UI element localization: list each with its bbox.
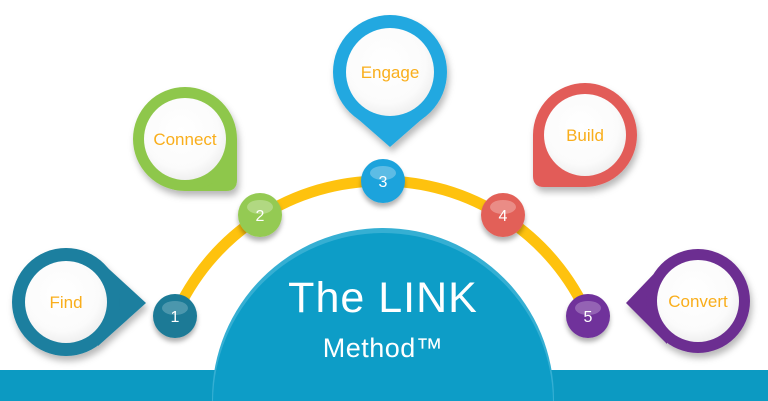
pin-convert-inner [657,260,739,342]
step-dot-2-gloss [247,200,273,214]
step-dot-4-gloss [490,200,516,214]
step-number-3: 3 [379,174,388,191]
dome-body [213,233,553,401]
title-line1: The LINK [288,274,478,322]
pin-connect-inner [144,98,226,180]
pin-build-label: Build [566,126,604,145]
pin-engage-label: Engage [361,63,420,82]
pin-convert: Convert [626,249,750,353]
pin-find-inner [25,261,107,343]
dome: The LINK Method™ [212,228,554,401]
step-dot-2: 2 [238,193,282,237]
step-number-5: 5 [584,309,593,326]
pin-engage: Engage [333,15,447,147]
pin-build: Build [533,83,637,187]
step-number-1: 1 [171,309,180,326]
title-line2: Method™ [323,333,444,363]
pin-find: Find [12,248,146,356]
pin-connect: Connect [133,87,237,191]
step-dot-3-gloss [370,166,396,180]
step-number-2: 2 [256,208,265,225]
pin-build-inner [544,94,626,176]
pin-convert-label: Convert [668,292,728,311]
step-dot-5: 5 [566,294,610,338]
pin-engage-inner [346,28,434,116]
step-number-4: 4 [499,208,508,225]
step-dot-1: 1 [153,294,197,338]
pin-find-label: Find [49,293,82,312]
step-dot-1-gloss [162,301,188,315]
pin-connect-label: Connect [153,130,217,149]
step-dot-3: 3 [361,159,405,203]
step-dot-4: 4 [481,193,525,237]
step-dot-5-gloss [575,301,601,315]
